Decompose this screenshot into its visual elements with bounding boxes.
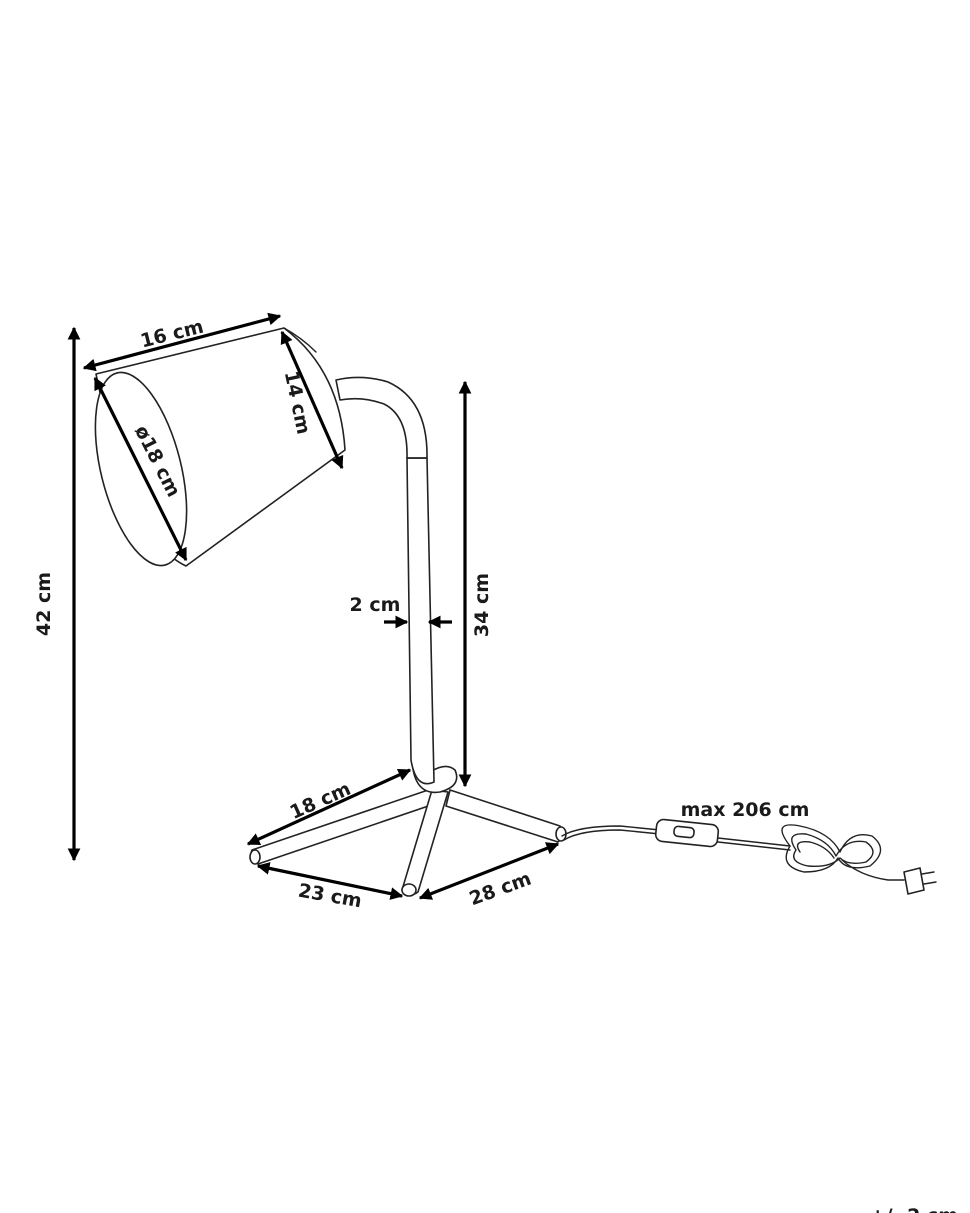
label-base-rear: 18 cm <box>287 778 355 824</box>
label-total-height: 42 cm <box>33 572 55 636</box>
shade-height-arrow <box>280 330 344 470</box>
base-rear-arrow <box>246 768 412 846</box>
lamp-stem <box>335 376 435 785</box>
label-shade-length: 16 cm <box>138 316 206 353</box>
tolerance-note: +/- 2 cm <box>870 1205 958 1213</box>
shade-length-arrow <box>82 312 282 372</box>
dimension-lines <box>67 312 560 900</box>
inline-switch-icon <box>654 818 720 848</box>
label-base-side: 28 cm <box>466 868 534 911</box>
shade-diameter-arrow <box>93 376 188 562</box>
power-cable <box>561 818 937 895</box>
lamp-shade <box>94 327 346 567</box>
label-stem-height: 34 cm <box>471 573 493 637</box>
base-side-arrow <box>418 842 560 900</box>
cable-coil <box>781 824 905 881</box>
plug-icon <box>903 867 937 895</box>
base-front-arrow <box>256 862 404 900</box>
label-stem-width: 2 cm <box>350 594 401 616</box>
label-cable-length: max 206 cm <box>681 799 810 821</box>
